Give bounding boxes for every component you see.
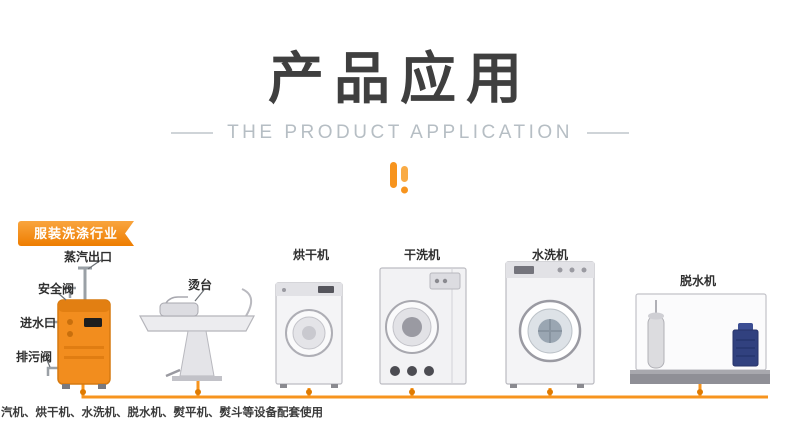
label-arrow-icon: [45, 259, 205, 368]
page-title: 产品应用: [268, 47, 532, 110]
ironing-table-illustration: [139, 288, 255, 381]
washer-illustration: [505, 261, 595, 388]
label-ironing-table: 烫台: [188, 278, 213, 292]
label-dewatering-machine: 脱水机: [680, 274, 717, 288]
subtitle-line-left: [171, 132, 214, 134]
dry-cleaner-illustration: [379, 267, 467, 385]
label-dry-cleaner: 干洗机: [404, 248, 441, 262]
industry-ribbon: 服装洗涤行业: [18, 221, 134, 246]
orange-bars-icon: [387, 160, 413, 203]
label-water-inlet: 进水口: [20, 316, 57, 330]
label-steam-outlet: 蒸汽出口: [64, 250, 113, 264]
label-drain-valve: 排污阀: [16, 350, 53, 364]
dewatering-machine-illustration: [630, 293, 770, 384]
bottom-caption: 汽机、烘干机、水洗机、脱水机、熨平机、熨斗等设备配套使用: [1, 407, 323, 419]
page-subtitle: THE PRODUCT APPLICATION: [227, 122, 573, 143]
label-washer: 水洗机: [532, 248, 569, 262]
pipeline-valve-icon: [80, 389, 703, 395]
dryer-illustration: [275, 282, 343, 388]
label-safety-valve: 安全阀: [38, 282, 75, 296]
subtitle-row: THE PRODUCT APPLICATION: [0, 122, 800, 144]
subtitle-line-right: [586, 132, 629, 134]
label-dryer: 烘干机: [293, 248, 330, 262]
